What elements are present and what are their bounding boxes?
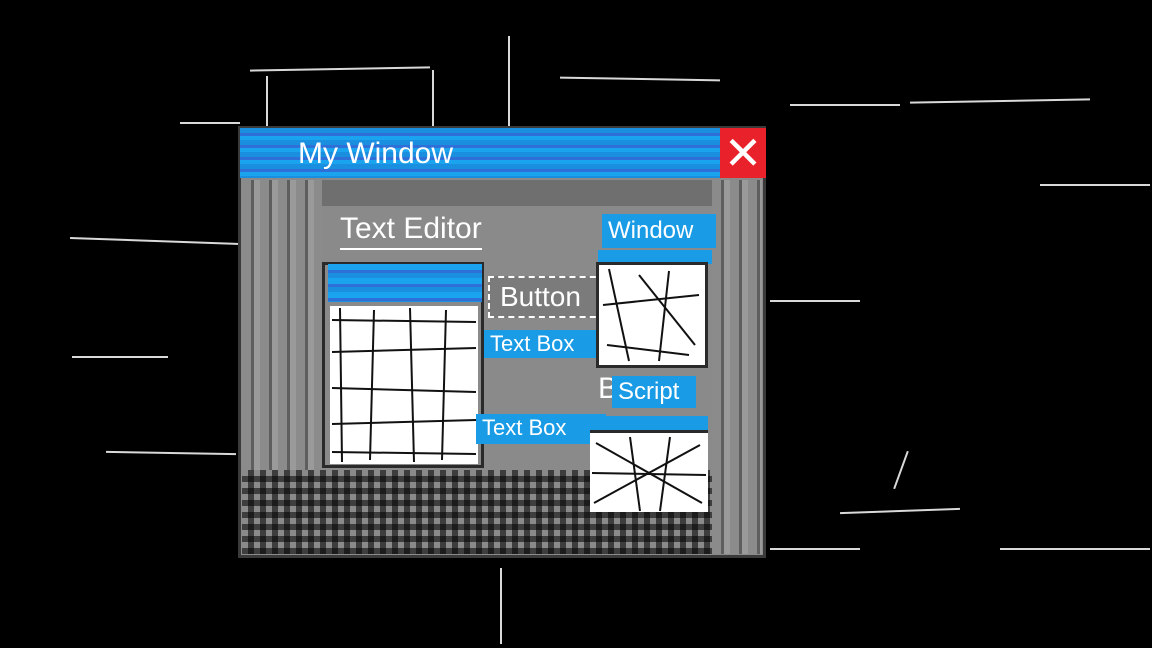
script-area[interactable]: [590, 430, 708, 512]
sub-window-scribble: [602, 268, 700, 362]
text-box-2[interactable]: Text Box: [476, 414, 606, 444]
window-titlebar[interactable]: [240, 128, 765, 178]
script-bar: [606, 416, 708, 430]
text-editor-titlebar[interactable]: [328, 264, 482, 302]
script-label[interactable]: Script: [612, 376, 696, 408]
close-icon: ✕: [723, 127, 763, 179]
text-editor-area[interactable]: [330, 306, 478, 464]
window-title: My Window: [298, 137, 454, 170]
text-editor-grid-lines: [331, 307, 477, 463]
text-editor-label: Text Editor: [340, 210, 482, 250]
close-button[interactable]: ✕: [720, 128, 766, 178]
sub-window-title[interactable]: Window: [602, 214, 716, 248]
text-box-1[interactable]: Text Box: [484, 330, 600, 358]
button-widget[interactable]: Button: [488, 276, 606, 318]
sub-window-body[interactable]: [596, 262, 708, 368]
script-area-scribble: [591, 436, 707, 512]
window-right-pane: [712, 180, 762, 554]
window-top-strip: [322, 180, 712, 206]
sub-window-bar: [598, 250, 712, 264]
